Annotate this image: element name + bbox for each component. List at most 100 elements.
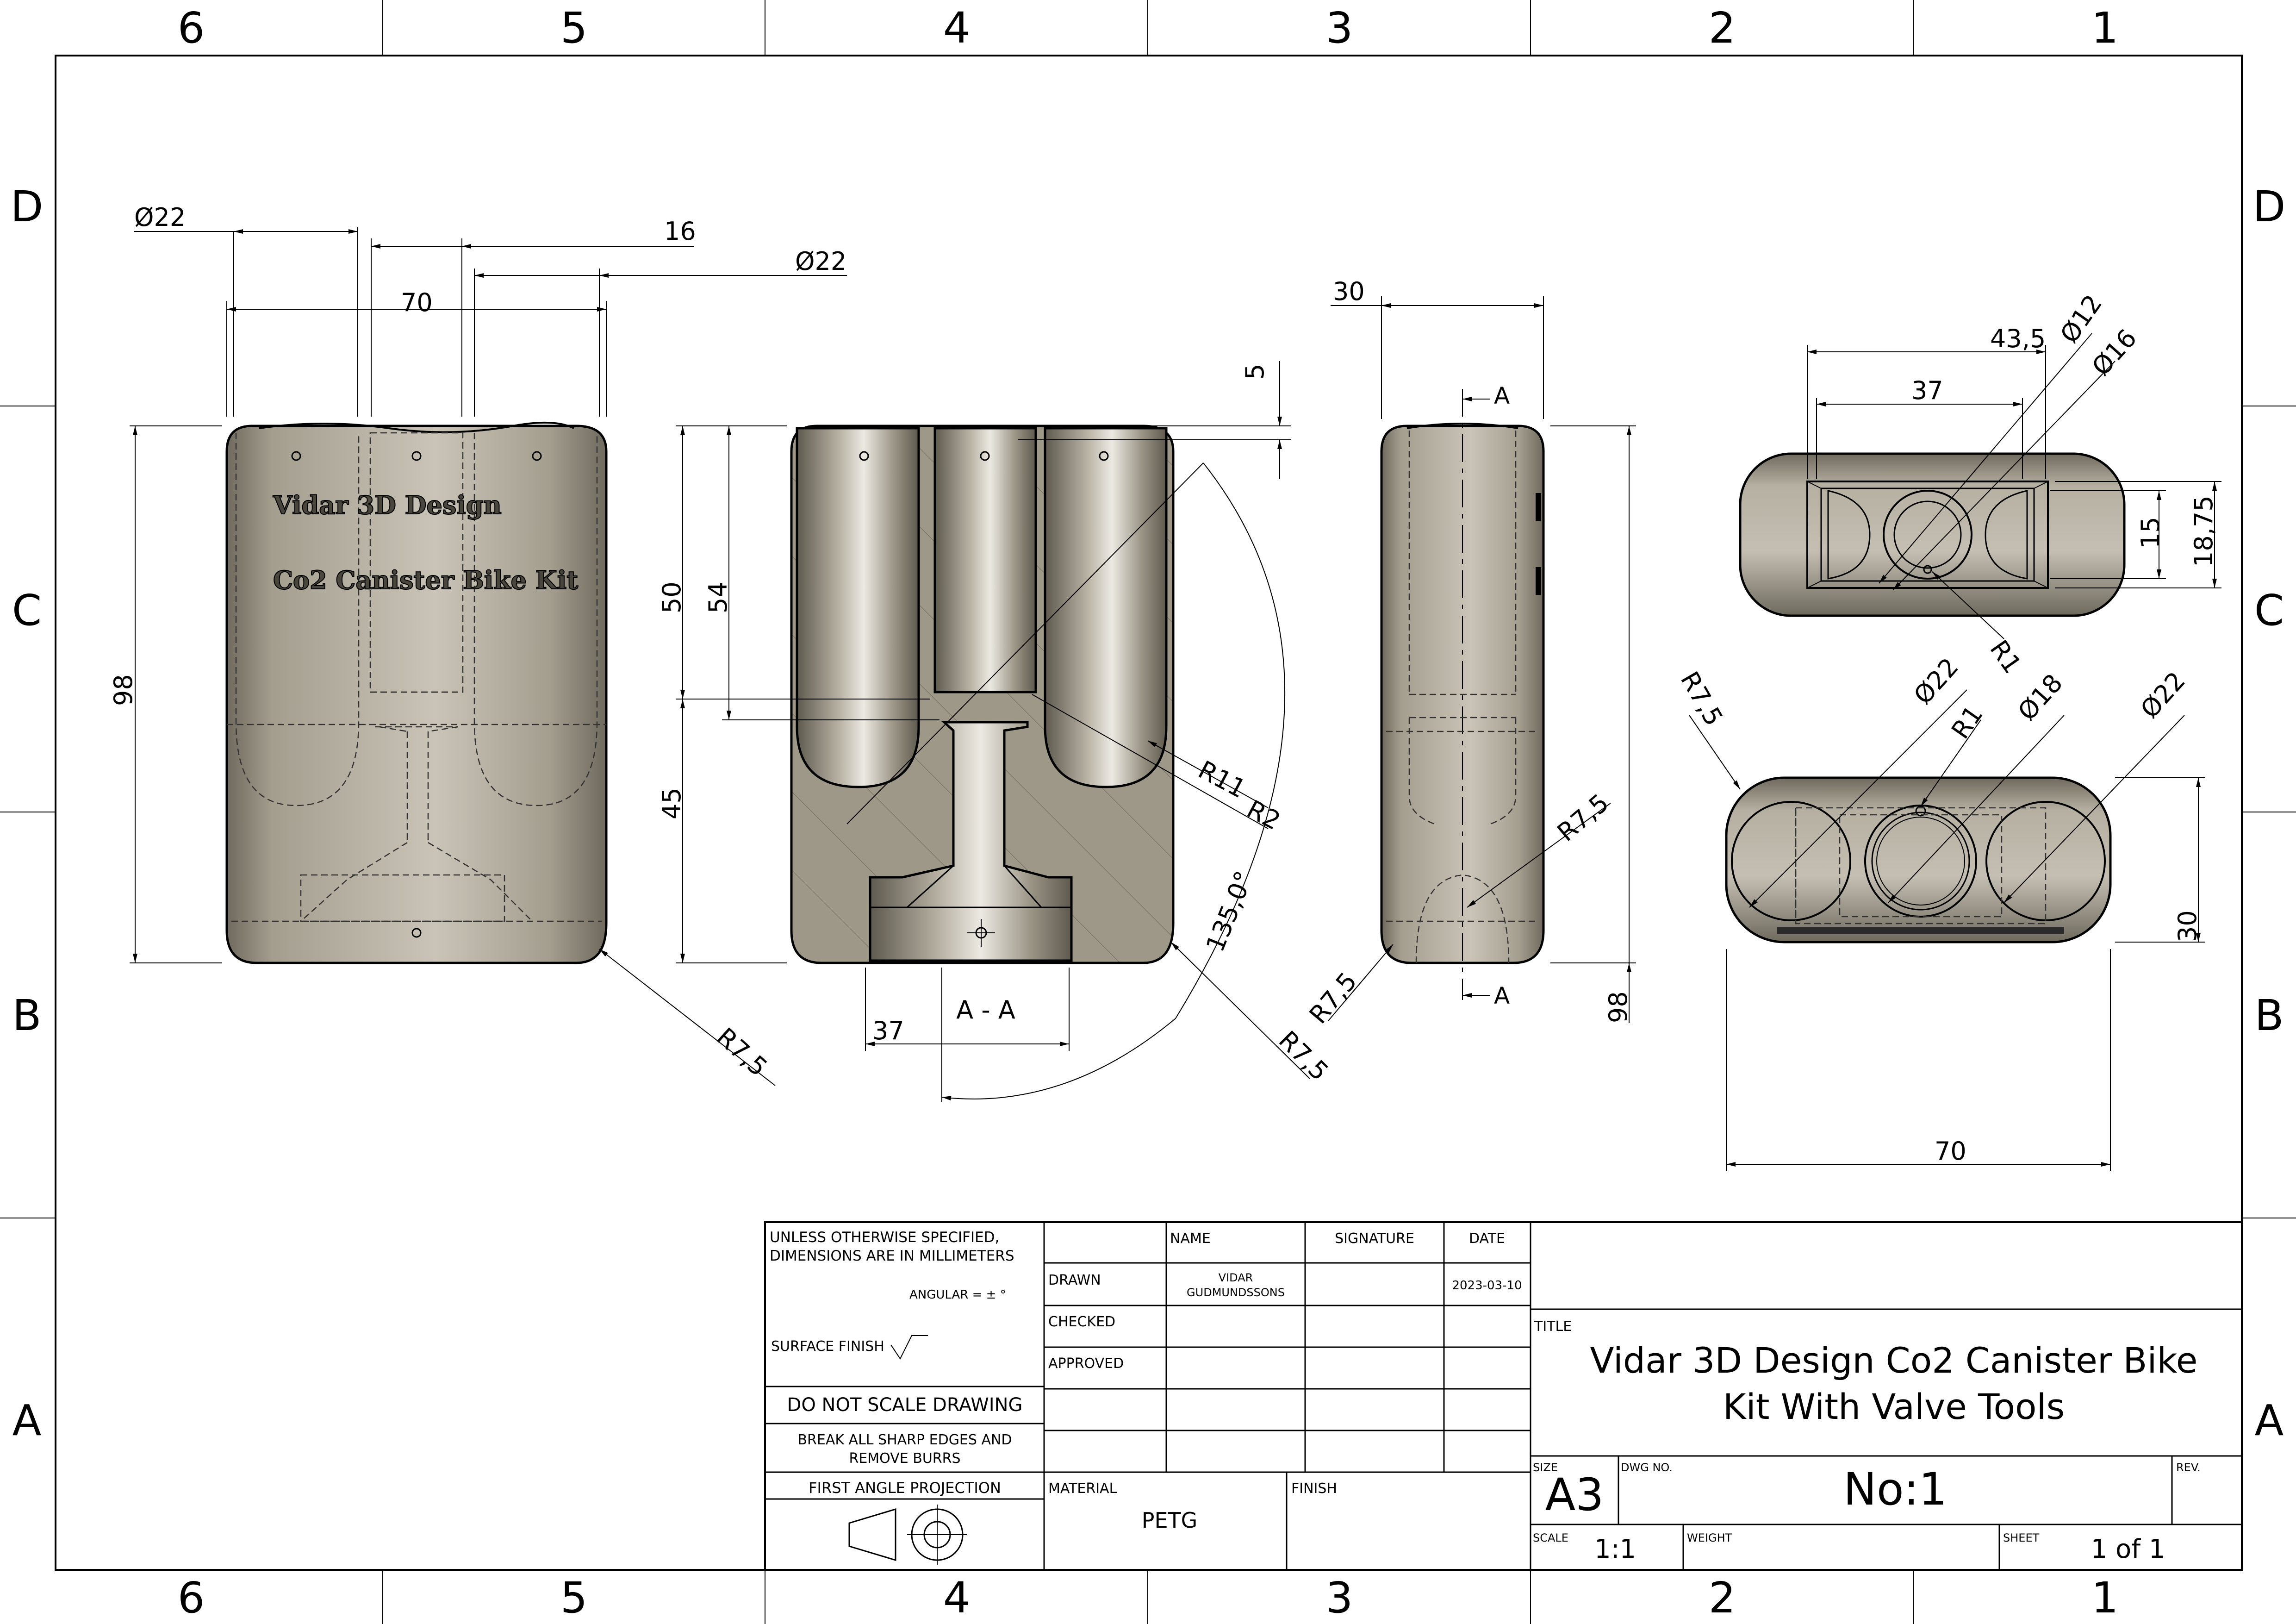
drawing-title: Kit With Valve Tools [1723, 1386, 2065, 1427]
material-value: PETG [1142, 1508, 1198, 1533]
row-label: B [12, 991, 41, 1040]
column-header: NAME [1170, 1230, 1211, 1247]
projection-label: FIRST ANGLE PROJECTION [809, 1479, 1001, 1497]
angular-note: ANGULAR = ± ° [909, 1288, 1006, 1302]
dimension-label: 37 [1911, 376, 1943, 405]
dimension-label: R7,5 [1304, 967, 1363, 1029]
dimension-label: 45 [657, 787, 686, 819]
row-label: C [12, 586, 42, 635]
dimension-label: Ø22 [2135, 666, 2191, 724]
dimension-label: 43,5 [1990, 324, 2046, 353]
col-label: 3 [1326, 1573, 1353, 1623]
do-not-scale-note: DO NOT SCALE DRAWING [787, 1394, 1023, 1416]
col-label: 3 [1326, 3, 1353, 53]
col-label: 2 [1709, 3, 1736, 53]
section-label: A - A [956, 995, 1015, 1024]
sheet-size: A3 [1545, 1469, 1604, 1521]
break-edges-note: REMOVE BURRS [849, 1450, 960, 1467]
weight-label: WEIGHT [1687, 1531, 1732, 1544]
title-label: TITLE [1534, 1318, 1572, 1335]
dimension-label: R2 [1242, 794, 1285, 836]
dimension-label: 18,75 [2189, 495, 2218, 567]
cut-label: A [1494, 982, 1510, 1009]
row-header: CHECKED [1048, 1314, 1115, 1330]
col-label: 6 [178, 1573, 205, 1623]
first-angle-projection-icon [848, 1505, 967, 1565]
dimension-label: R7,5 [1273, 1025, 1334, 1087]
front-view: Vidar 3D Design Co2 Canister Bike Kit [225, 421, 608, 964]
general-note: UNLESS OTHERWISE SPECIFIED, [770, 1229, 999, 1246]
surface-finish-icon [890, 1335, 928, 1360]
dimension-label: R7,5 [1552, 788, 1614, 847]
section-view: A - A [790, 425, 1175, 1024]
sheet-number: 1 of 1 [2091, 1534, 2165, 1564]
row-label: D [2253, 182, 2286, 231]
dimension-label: R7,5 [1675, 667, 1729, 731]
dimension-label: 70 [401, 288, 433, 317]
dimension-label: 30 [2173, 910, 2202, 942]
dimension-label: Ø18 [2012, 668, 2068, 726]
scale-value: 1:1 [1594, 1534, 1636, 1564]
dimension-label: R7,5 [711, 1022, 773, 1082]
dimension-label: 50 [657, 581, 686, 613]
dimension-label: R1 [1984, 635, 2027, 679]
sheet-label: SHEET [2003, 1531, 2040, 1544]
finish-label: FINISH [1291, 1480, 1337, 1497]
cut-label: A [1494, 382, 1510, 409]
dimension-label: Ø22 [795, 247, 846, 276]
row-header: DRAWN [1048, 1272, 1101, 1288]
title-block: UNLESS OTHERWISE SPECIFIED, DIMENSIONS A… [764, 1221, 2243, 1571]
row-label: A [2255, 1396, 2284, 1445]
col-label: 5 [560, 3, 588, 53]
side-view: A A [1380, 382, 1545, 1009]
row-label: C [2254, 586, 2284, 635]
column-header: DATE [1469, 1230, 1505, 1247]
dimension-label: 135,0° [1201, 867, 1259, 956]
material-label: MATERIAL [1048, 1480, 1117, 1497]
dimension-label: Ø12 [2054, 289, 2108, 348]
col-label: 4 [943, 1573, 971, 1623]
dimension-label: 98 [109, 674, 138, 706]
emboss-text: Co2 Canister Bike Kit [273, 565, 578, 595]
dimension-label: Ø16 [2086, 324, 2142, 381]
general-note: DIMENSIONS ARE IN MILLIMETERS [770, 1248, 1014, 1264]
dimension-label: R1 [1946, 700, 1989, 744]
drawn-by-name: GUDMUNDSSONS [1187, 1286, 1285, 1299]
row-label: A [12, 1396, 42, 1445]
dimension-label: 37 [872, 1016, 904, 1045]
dimension-label: 5 [1240, 364, 1269, 380]
col-label: 5 [560, 1573, 588, 1623]
row-header: APPROVED [1048, 1355, 1124, 1372]
top-view [1739, 452, 2126, 617]
break-edges-note: BREAK ALL SHARP EDGES AND [797, 1432, 1012, 1448]
dimension-label: 30 [1333, 277, 1365, 306]
col-label: 1 [2091, 1573, 2119, 1623]
column-header: SIGNATURE [1335, 1230, 1414, 1247]
dimension-label: R11 [1194, 755, 1251, 804]
surface-finish-label: SURFACE FINISH [771, 1338, 884, 1355]
row-label: B [2254, 991, 2284, 1040]
zone-labels: 6 5 4 3 2 1 6 5 4 3 2 1 D C B A D C B A [11, 3, 2286, 1623]
bottom-view [1725, 776, 2112, 943]
dimension-label: 15 [2136, 517, 2165, 549]
col-label: 1 [2091, 3, 2119, 53]
col-label: 6 [178, 3, 205, 53]
drawing-title: Vidar 3D Design Co2 Canister Bike [1590, 1340, 2197, 1381]
scale-label: SCALE [1533, 1531, 1568, 1544]
dimension-label: 16 [664, 217, 696, 246]
emboss-text: Vidar 3D Design [273, 490, 502, 520]
dwg-no-label: DWG NO. [1621, 1461, 1673, 1474]
size-label: SIZE [1533, 1461, 1558, 1474]
dimension-label: Ø22 [134, 203, 186, 232]
rev-label: REV. [2176, 1461, 2201, 1474]
drawn-date: 2023-03-10 [1452, 1279, 1522, 1293]
dimension-label: 54 [703, 581, 733, 613]
dimension-label: 70 [1935, 1137, 1966, 1166]
col-label: 4 [943, 3, 971, 53]
drawing-number: No:1 [1843, 1463, 1947, 1515]
row-label: D [11, 182, 44, 231]
dimension-label: 98 [1604, 991, 1633, 1023]
col-label: 2 [1709, 1573, 1736, 1623]
drawn-by-name: VIDAR [1219, 1271, 1253, 1284]
